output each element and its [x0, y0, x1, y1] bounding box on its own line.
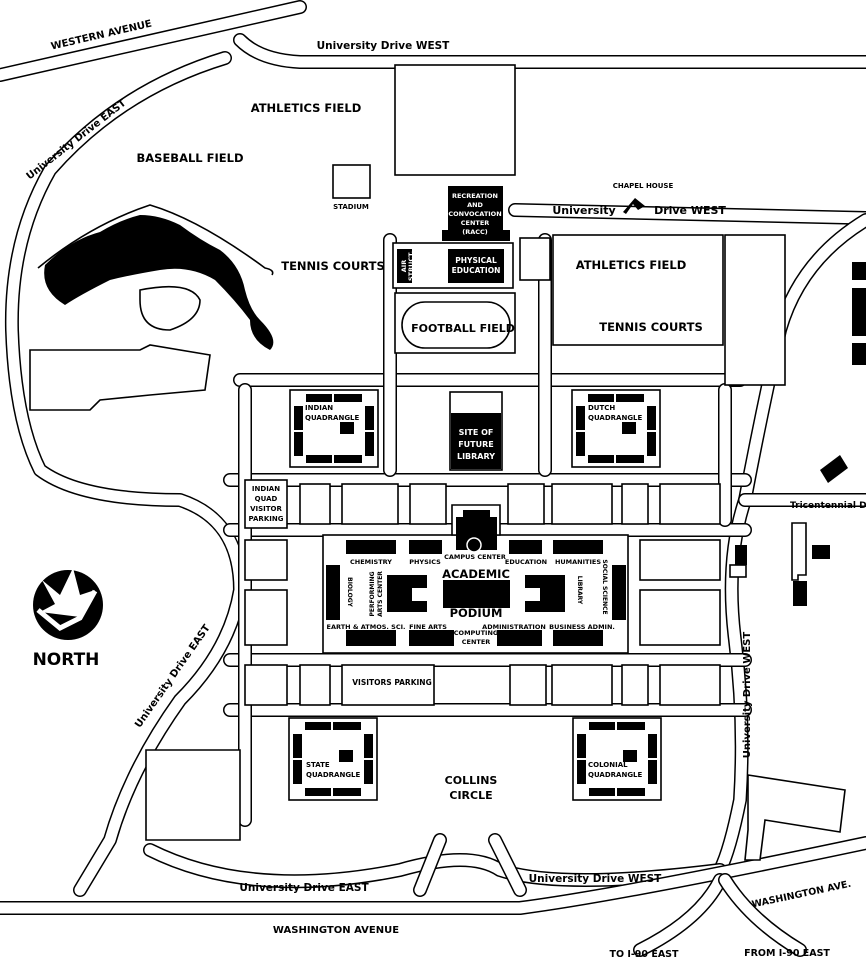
label-tricentennial: Tricentennial Dr	[790, 501, 866, 511]
svg-text:AND: AND	[467, 201, 483, 209]
label-computing-1: COMPUTING	[454, 629, 498, 637]
label-podium: PODIUM	[450, 606, 503, 620]
label-iq-parking-2: QUAD	[255, 495, 278, 503]
stadium-box	[332, 164, 371, 199]
label-academic: ACADEMIC	[442, 567, 510, 581]
svg-text:FUTURE: FUTURE	[458, 440, 494, 449]
indian-quadrangle[interactable]: INDIAN QUADRANGLE	[289, 389, 379, 468]
label-performing-arts-2: ARTS CENTER	[377, 571, 384, 617]
lake	[44, 215, 274, 350]
colonial-quadrangle-label: QUADRANGLE	[588, 771, 643, 779]
label-univ-drive-west-e: University Drive WEST	[742, 632, 753, 759]
indian-quadrangle-label: QUADRANGLE	[305, 414, 360, 422]
label-earth-atmos: EARTH & ATMOS. SCI.	[327, 623, 406, 631]
football-field	[401, 301, 511, 349]
label-collins-1: COLLINS	[445, 774, 498, 787]
label-chemistry: CHEMISTRY	[350, 558, 392, 566]
label-univ-drive-west-chapel-b: Drive WEST	[654, 204, 726, 217]
svg-text:STRUCT.: STRUCT.	[407, 251, 415, 281]
svg-text:LIBRARY: LIBRARY	[457, 452, 495, 461]
north-arrow-icon	[33, 568, 103, 640]
label-univ-drive-east-s: University Drive EAST	[239, 882, 369, 894]
state-quadrangle[interactable]: STATE QUADRANGLE	[288, 717, 378, 801]
label-univ-drive-west-top: University Drive WEST	[317, 40, 451, 52]
label-collins-2: CIRCLE	[449, 789, 492, 802]
building-racc[interactable]: RECREATION AND CONVOCATION CENTER (RACC)	[442, 186, 510, 241]
label-univ-drive-west-chapel-a: University	[552, 204, 615, 217]
svg-text:RECREATION: RECREATION	[452, 192, 498, 200]
label-physics: PHYSICS	[409, 558, 441, 566]
svg-text:EDUCATION: EDUCATION	[452, 266, 501, 275]
label-performing-arts-1: PERFORMING	[369, 571, 376, 616]
academic-podium[interactable]: CHEMISTRY PHYSICS CAMPUS CENTER EDUCATIO…	[322, 504, 629, 654]
label-iq-parking-3: VISITOR	[250, 505, 282, 513]
label-business-admin: BUSINESS ADMIN.	[549, 623, 615, 631]
svg-text:AIR: AIR	[400, 260, 408, 272]
label-iq-parking-1: INDIAN	[252, 485, 280, 493]
label-chapel-house: CHAPEL HOUSE	[613, 182, 674, 190]
building-air-struct[interactable]: AIR STRUCT.	[397, 249, 415, 283]
indian-quadrangle-label: INDIAN	[305, 404, 333, 412]
label-athletics-field-e: ATHLETICS FIELD	[576, 258, 687, 272]
label-washington-ave-e: WASHINGTON AVE.	[751, 879, 852, 911]
svg-text:CENTER: CENTER	[461, 219, 490, 227]
north-compass: NORTH	[33, 568, 103, 670]
label-campus-center: CAMPUS CENTER	[444, 553, 506, 561]
block-grid	[244, 483, 721, 706]
athletics-field-n	[394, 64, 516, 176]
site-of-future-library[interactable]: SITE OF FUTURE LIBRARY	[449, 391, 503, 471]
dutch-quadrangle-label: DUTCH	[588, 404, 615, 412]
building-west	[29, 344, 211, 411]
state-quadrangle-label: STATE	[306, 761, 330, 769]
label-tennis-courts-w: TENNIS COURTS	[281, 259, 385, 273]
label-visitors-parking: VISITORS PARKING	[352, 678, 432, 687]
label-humanities: HUMANITIES	[555, 558, 601, 566]
label-administration: ADMINISTRATION	[482, 623, 546, 631]
lot-southwest	[145, 749, 241, 841]
svg-text:CONVOCATION: CONVOCATION	[448, 210, 501, 218]
label-univ-drive-east-nw: University Drive EAST	[25, 98, 129, 183]
svg-text:(RACC): (RACC)	[462, 228, 488, 236]
label-fine-arts: FINE ARTS	[409, 623, 447, 631]
dutch-quadrangle[interactable]: DUTCH QUADRANGLE	[571, 389, 661, 468]
label-football-field: FOOTBALL FIELD	[411, 322, 515, 335]
label-to-i90: TO I-90 EAST	[609, 949, 679, 960]
label-biology: BIOLOGY	[346, 577, 353, 607]
label-computing-2: CENTER	[462, 638, 491, 646]
dutch-quadrangle-label: QUADRANGLE	[588, 414, 643, 422]
svg-text:PHYSICAL: PHYSICAL	[455, 256, 497, 265]
campus-center-building	[456, 510, 497, 550]
label-washington-avenue: WASHINGTON AVENUE	[273, 925, 399, 936]
colonial-quadrangle[interactable]: COLONIAL QUADRANGLE	[572, 717, 662, 801]
svg-text:SITE OF: SITE OF	[459, 428, 494, 437]
label-library: LIBRARY	[576, 576, 583, 605]
label-stadium: STADIUM	[333, 203, 369, 211]
label-tennis-courts-e: TENNIS COURTS	[599, 320, 703, 334]
label-social-science: SOCIAL SCIENCE	[601, 559, 608, 614]
compass-label: NORTH	[33, 650, 100, 670]
state-quadrangle-label: QUADRANGLE	[306, 771, 361, 779]
colonial-quadrangle-label: COLONIAL	[588, 761, 628, 769]
label-baseball-field: BASEBALL FIELD	[137, 151, 244, 165]
label-iq-parking-4: PARKING	[249, 515, 284, 523]
label-education: EDUCATION	[505, 558, 547, 566]
building-physical-education[interactable]: PHYSICAL EDUCATION	[448, 249, 504, 283]
label-athletics-field-n: ATHLETICS FIELD	[251, 101, 362, 115]
label-univ-drive-west-s: University Drive WEST	[529, 873, 663, 885]
label-from-i90: FROM I-90 EAST	[744, 948, 830, 959]
chapel-house-icon	[623, 198, 645, 214]
